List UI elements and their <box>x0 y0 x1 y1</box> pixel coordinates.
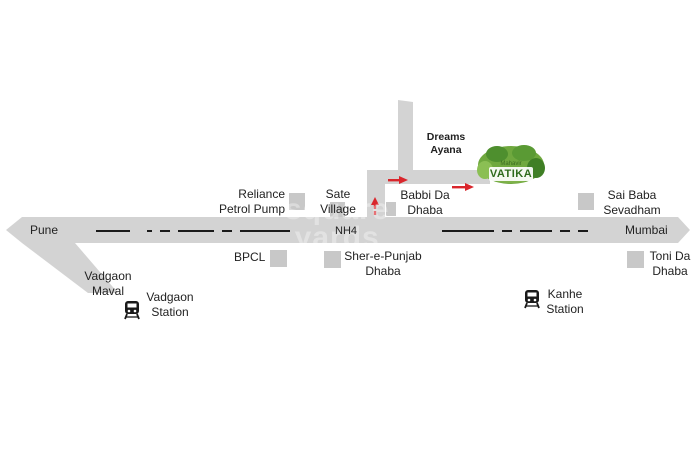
train-icon <box>124 301 140 320</box>
landmark-sate <box>330 202 345 217</box>
vadgaon-branch-road <box>22 243 118 293</box>
arrow-right-icon <box>388 176 408 184</box>
label-mumbai: Mumbai <box>625 223 668 237</box>
project-access-road <box>385 170 490 184</box>
landmark-sher <box>324 251 341 268</box>
arrow-up-icon <box>371 197 379 215</box>
label-reliance: Reliance Petrol Pump <box>218 187 285 216</box>
landmark-babbi <box>386 202 396 216</box>
vatika-logo <box>477 145 545 184</box>
train-icon <box>524 290 540 309</box>
logo-line1: Mahavir <box>500 161 522 167</box>
landmark-sai-baba <box>578 193 594 210</box>
label-pune: Pune <box>30 223 59 237</box>
arrow-right-icon <box>452 183 474 191</box>
label-nh4: NH4 <box>335 225 358 237</box>
label-sher-e-punjab-dhaba: Sher-e-Punjab Dhaba <box>344 249 422 278</box>
label-vadgaon-maval: Vadgaon Maval <box>84 269 132 298</box>
label-babbi-da-dhaba: Babbi Da Dhaba <box>400 188 450 217</box>
label-bpcl: BPCL <box>234 250 266 264</box>
label-dreams-ayana: Dreams Ayana <box>426 131 466 156</box>
label-sate-village: Sate Village <box>320 187 356 216</box>
label-kanhe-station: Kanhe Station <box>546 287 584 316</box>
landmark-bpcl <box>270 250 287 267</box>
logo-line2: VATIKA <box>489 168 533 180</box>
landmark-reliance <box>289 193 305 210</box>
label-sai-baba-sevadham: Sai Baba Sevadham <box>603 188 661 217</box>
highway-nh4 <box>6 217 690 243</box>
label-toni-da-dhaba: Toni Da Dhaba <box>649 249 691 278</box>
label-vadgaon-station: Vadgaon Station <box>146 290 194 319</box>
landmark-toni <box>627 251 644 268</box>
north-road <box>367 100 413 218</box>
